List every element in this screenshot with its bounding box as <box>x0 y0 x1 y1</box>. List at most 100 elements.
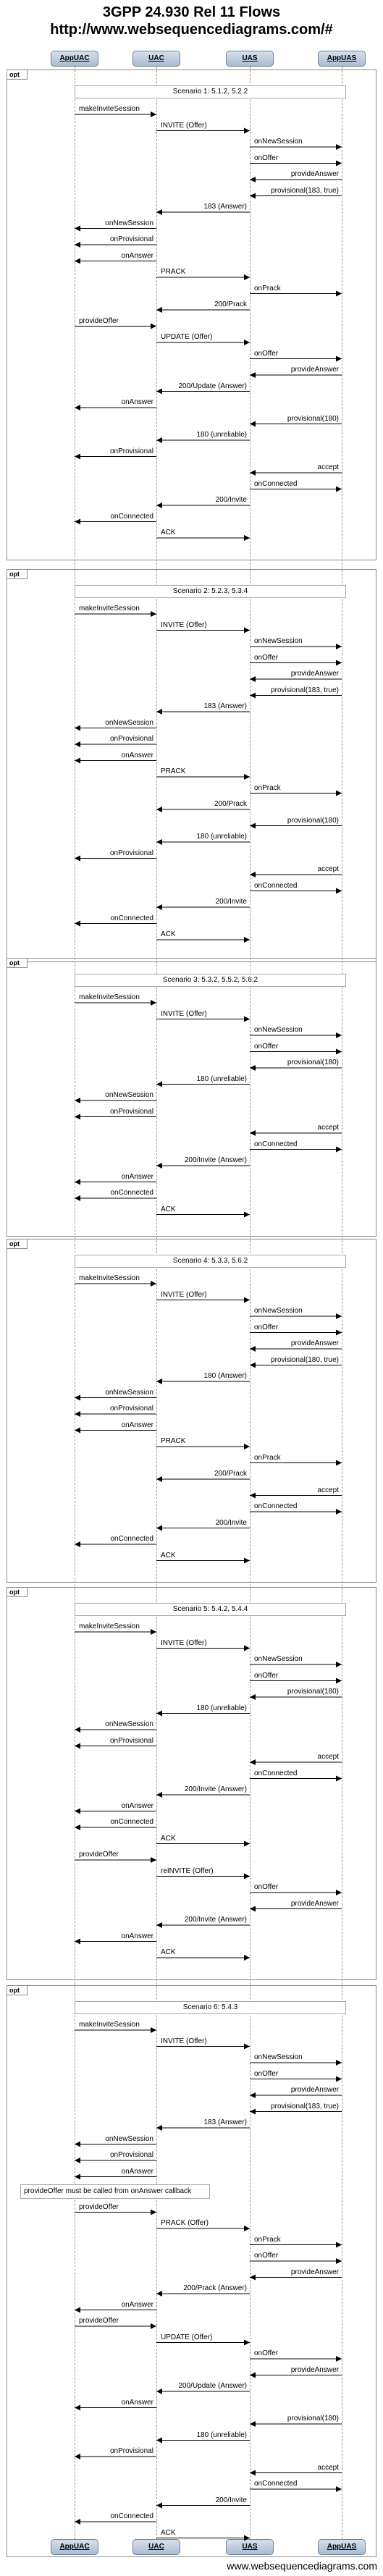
opt-fragment-6 <box>7 1985 376 2557</box>
message-label: provisional(183, true) <box>271 2102 339 2110</box>
message-label: onNewSession <box>254 1655 303 1663</box>
participant-uas-bottom: UAS <box>226 2539 274 2555</box>
message-label: UPDATE (Offer) <box>161 333 213 341</box>
message-label: onConnected <box>254 1140 298 1148</box>
message-label: provisional(180) <box>287 1058 339 1066</box>
message-label: onConnected <box>254 479 298 488</box>
message-label: onConnected <box>254 2480 298 2488</box>
opt-fragment-label: opt <box>7 70 28 80</box>
message-label: onConnected <box>110 1818 154 1826</box>
message-label: provisional(180) <box>287 2415 339 2423</box>
message-label: onProvisional <box>109 735 153 743</box>
message-label: onAnswer <box>121 398 153 406</box>
message-label: provideAnswer <box>290 2365 339 2374</box>
message-label: onPrack <box>254 1453 281 1462</box>
scenario-note-4: Scenario 4: 5.3.3, 5.6.2 <box>75 1255 346 1268</box>
message-label: 200/Invite <box>215 496 247 504</box>
opt-fragment-label: opt <box>7 569 28 579</box>
message-label: 200/Prack <box>214 300 247 308</box>
message-label: onNewSession <box>105 1091 153 1099</box>
message-label: onOffer <box>254 2069 279 2078</box>
message-label: onAnswer <box>121 1420 153 1429</box>
opt-fragment-3 <box>7 958 376 1237</box>
message-label: PRACK (Offer) <box>161 2219 209 2227</box>
message-label: provisional(180) <box>287 414 339 423</box>
scenario-note-1: Scenario 1: 5.1.2, 5.2.2 <box>75 85 346 98</box>
opt-fragment-5 <box>7 1587 376 1980</box>
message-label: INVITE (Offer) <box>161 2037 207 2045</box>
participant-appuac-bottom: AppUAC <box>51 2539 98 2555</box>
message-label: onPrack <box>254 2235 281 2244</box>
message-label: INVITE (Offer) <box>161 1009 207 1018</box>
message-label: onPrack <box>254 284 281 292</box>
message-label: UPDATE (Offer) <box>161 2333 213 2341</box>
message-label: provideOffer <box>79 1851 119 1859</box>
message-label: onProvisional <box>109 1736 153 1745</box>
message-label: onProvisional <box>109 2447 153 2455</box>
opt-fragment-label: opt <box>7 958 28 968</box>
message-label: onConnected <box>110 512 154 521</box>
message-label: onConnected <box>110 1535 154 1543</box>
message-label: 200/Prack <box>214 800 247 808</box>
message-label: 200/Invite <box>215 2496 247 2504</box>
message-label: onNewSession <box>105 219 153 227</box>
message-label: 183 (Answer) <box>203 702 247 710</box>
message-label: onOffer <box>254 653 279 662</box>
participant-uas-top: UAS <box>226 51 274 67</box>
footer-credit: www.websequencediagrams.com <box>227 2560 377 2572</box>
message-label: accept <box>317 1486 339 1494</box>
message-label: onNewSession <box>254 1026 303 1034</box>
message-label: 200/Invite (Answer) <box>184 1156 247 1164</box>
message-label: accept <box>317 2463 339 2472</box>
message-label: provideOffer <box>79 2317 119 2325</box>
message-label: INVITE (Offer) <box>161 121 207 130</box>
message-label: ACK <box>161 1834 176 1843</box>
message-label: PRACK <box>161 268 186 276</box>
message-label: onOffer <box>254 1671 279 1680</box>
message-label: onOffer <box>254 2252 279 2260</box>
message-label: onOffer <box>254 1323 279 1331</box>
message-label: onAnswer <box>121 1801 153 1810</box>
message-label: onConnected <box>254 1502 298 1510</box>
message-label: provideAnswer <box>290 1339 339 1347</box>
message-label: 180 (unreliable) <box>196 833 248 841</box>
message-label: makeInviteSession <box>79 1622 140 1630</box>
message-label: onNewSession <box>254 2053 303 2061</box>
opt-fragment-2 <box>7 569 376 962</box>
message-label: onProvisional <box>109 235 153 243</box>
scenario-note-6: Scenario 6: 5.4.3 <box>75 2001 346 2014</box>
opt-fragment-label: opt <box>7 1587 28 1597</box>
message-label: provideOffer <box>79 316 119 325</box>
message-label: accept <box>317 1124 339 1132</box>
diagram-title: 3GPP 24.930 Rel 11 Flows <box>102 4 281 20</box>
message-label: onConnected <box>110 914 154 922</box>
message-label: makeInviteSession <box>79 605 140 613</box>
message-label: onProvisional <box>109 447 153 455</box>
message-label: 180 (unreliable) <box>196 1074 248 1083</box>
message-label: 180 (unreliable) <box>196 431 248 439</box>
message-label: onPrack <box>254 783 281 792</box>
lifeline-uas <box>250 67 251 2539</box>
message-label: onNewSession <box>254 138 303 146</box>
message-label: ACK <box>161 529 176 536</box>
message-label: 183 (Answer) <box>203 203 247 211</box>
message-label: onNewSession <box>254 637 303 645</box>
message-label: provideAnswer <box>290 2268 339 2276</box>
message-label: accept <box>317 463 339 471</box>
message-label: makeInviteSession <box>79 105 140 113</box>
message-label: provisional(180) <box>287 1688 339 1696</box>
message-label: 200/Prack (Answer) <box>183 2284 247 2292</box>
message-label: provideAnswer <box>290 670 339 678</box>
message-label: onNewSession <box>254 1307 303 1315</box>
message-label: onOffer <box>254 2349 279 2357</box>
message-label: onAnswer <box>121 751 153 759</box>
opt-fragment-label: opt <box>7 1985 28 1995</box>
message-label: 180 (Answer) <box>203 1372 247 1380</box>
message-label: onAnswer <box>121 1172 153 1181</box>
message-label: onNewSession <box>105 2134 153 2143</box>
message-label: onAnswer <box>121 251 153 260</box>
message-label: provisional(180, true) <box>271 1355 339 1364</box>
message-label: accept <box>317 865 339 873</box>
message-label: INVITE (Offer) <box>161 620 207 629</box>
scenario-note-2: Scenario 2: 5.2.3, 5.3.4 <box>75 585 346 598</box>
